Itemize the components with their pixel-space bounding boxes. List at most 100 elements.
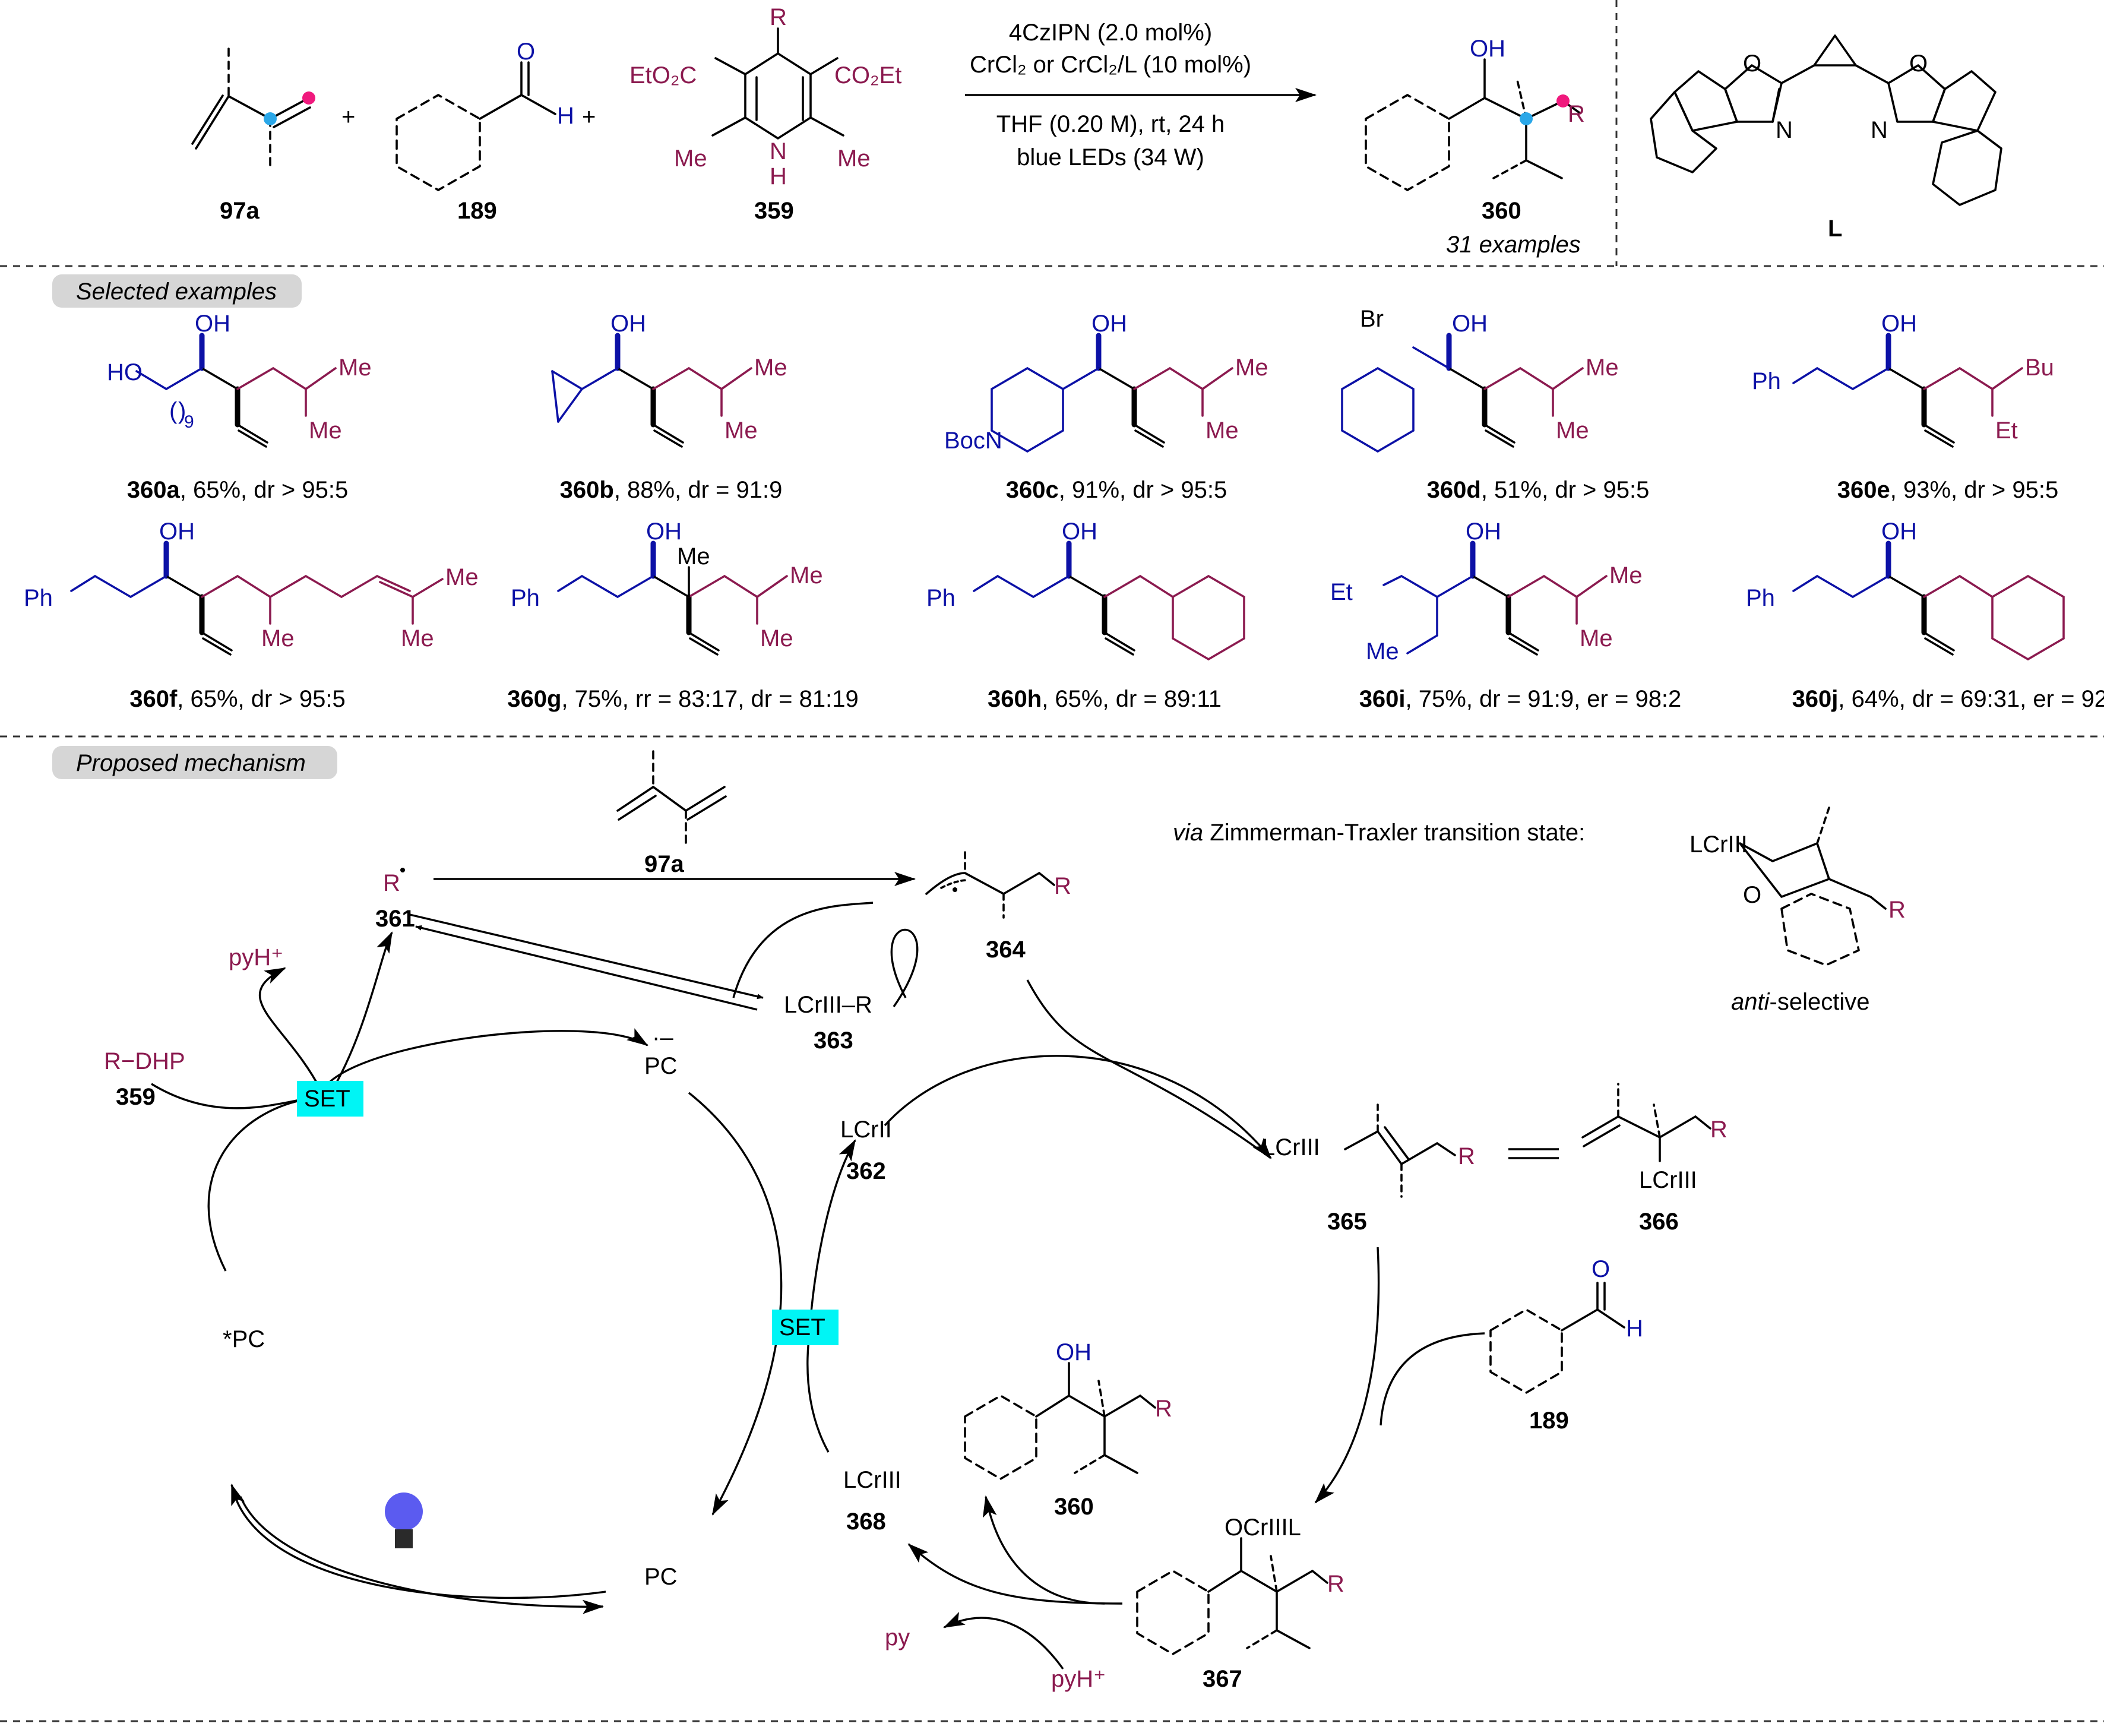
example-caption-360e: 360e, 93%, dr > 95:5	[1837, 477, 2059, 503]
example-me: Me	[677, 543, 710, 570]
py: py	[885, 1624, 910, 1650]
condition-3: THF (0.20 M), rt, 24 h	[996, 111, 1225, 137]
section-tag-mechanism: Proposed mechanism	[52, 746, 337, 779]
example-me: Me	[261, 625, 295, 652]
allylchromium-366: R LCrIII 366	[1581, 1083, 1728, 1235]
ligand-n-right: N	[1871, 117, 1888, 143]
example-paren: )	[178, 398, 186, 424]
example-caption-360j: 360j, 64%, dr = 69:31, er = 92:8	[1792, 686, 2104, 712]
example-me: Me	[1609, 562, 1643, 589]
ligand-n-left: N	[1776, 117, 1793, 143]
label-361: 361	[375, 906, 415, 932]
hantzsch-me-left: Me	[674, 146, 707, 172]
example-oh: OH	[1062, 518, 1097, 545]
product-r: R	[1568, 101, 1585, 127]
allylcr-365-r: R	[1458, 1143, 1475, 1169]
example-caption-360h: 360h, 65%, dr = 89:11	[988, 686, 1222, 712]
mech-aldehyde-h: H	[1626, 1316, 1643, 1342]
radical-dot	[400, 868, 405, 872]
ts-title: via Zimmerman-Traxler transition state:	[1173, 820, 1585, 846]
radical-r: R	[383, 870, 400, 896]
label-359: 359	[754, 198, 794, 224]
svg-text:Selected examples: Selected examples	[76, 279, 277, 305]
label-360: 360	[1482, 198, 1521, 224]
example-me: Me	[338, 355, 372, 381]
example-bu: Bu	[2025, 355, 2054, 381]
photocatalytic-cycle	[151, 931, 783, 1614]
example-caption-360a: 360a, 65%, dr > 95:5	[127, 477, 349, 503]
hantzsch-r: R	[770, 4, 787, 30]
allylcr-366-r: R	[1710, 1117, 1728, 1143]
example-ph: Ph	[511, 585, 540, 611]
example-caption-360i: 360i, 75%, dr = 91:9, er = 98:2	[1359, 686, 1682, 712]
example-caption-360f: 360f, 65%, dr > 95:5	[129, 686, 346, 712]
aldehyde-o: O	[517, 39, 535, 65]
example-ho: HO	[107, 359, 143, 385]
example-me: Me	[445, 564, 479, 590]
example-br: Br	[1360, 306, 1384, 332]
hantzsch-me-right: Me	[837, 146, 871, 172]
label-366: 366	[1639, 1209, 1679, 1235]
alkoxide-367: OCrIIIL R 367	[1136, 1514, 1344, 1692]
cyan-dot	[264, 112, 277, 125]
plus-1: +	[341, 104, 355, 130]
example-bocn: BocN	[944, 428, 1002, 454]
alkoxide-r: R	[1327, 1571, 1344, 1597]
equilibrium-back	[415, 925, 758, 1011]
example-me: Me	[724, 418, 758, 444]
example-et: Et	[1330, 579, 1353, 605]
example-ph: Ph	[1752, 368, 1781, 394]
allylcr-366-cr: LCrIII	[1639, 1167, 1697, 1193]
example-me: Me	[1586, 355, 1619, 381]
product-360: OH R 360 31 examples	[1365, 36, 1585, 258]
example-me: Me	[1235, 355, 1268, 381]
pc-radical-anion-charge: ·–	[652, 1024, 673, 1051]
example-caption-360c: 360c, 91%, dr > 95:5	[1006, 477, 1227, 503]
magenta-dot	[302, 91, 315, 105]
example-et: Et	[1995, 418, 2018, 444]
cyan-dot-product	[1520, 112, 1533, 125]
plus-2: +	[582, 104, 596, 130]
hantzsch-ester-left: EtO₂C	[629, 62, 697, 88]
example-me: Me	[760, 625, 793, 652]
mech-aldehyde-o: O	[1592, 1256, 1610, 1282]
cr2: LCrII	[840, 1117, 892, 1143]
example-paren: (	[169, 398, 178, 424]
ts-r: R	[1888, 897, 1906, 923]
example-oh: OH	[195, 311, 230, 337]
label-189: 189	[457, 198, 497, 224]
conditions: 4CzIPN (2.0 mol%) CrCl₂ or CrCl₂/L (10 m…	[965, 20, 1317, 170]
example-oh: OH	[610, 311, 646, 337]
excited-pc: *PC	[223, 1326, 265, 1352]
label-367: 367	[1203, 1666, 1242, 1692]
ligand-o-right: O	[1909, 50, 1928, 77]
reactant-97a: 97a	[191, 48, 315, 224]
condition-1: 4CzIPN (2.0 mol%)	[1009, 20, 1212, 46]
cr3: LCrIII	[843, 1467, 901, 1493]
example-oh: OH	[1881, 518, 1917, 545]
example-oh: OH	[1091, 311, 1127, 337]
magenta-dot-product	[1556, 94, 1570, 107]
example-oh: OH	[1466, 518, 1501, 545]
section-tag-examples: Selected examples	[52, 274, 302, 308]
set-left: SET	[304, 1086, 350, 1112]
example-me: Me	[1206, 418, 1239, 444]
example-ph: Ph	[926, 585, 955, 611]
allylcr-365-cr: LCrIII	[1262, 1134, 1320, 1161]
example-oh: OH	[159, 518, 195, 545]
label-365: 365	[1327, 1209, 1367, 1235]
product-oh: OH	[1470, 36, 1505, 62]
example-me: Me	[309, 418, 342, 444]
condition-2: CrCl₂ or CrCl₂/L (10 mol%)	[970, 52, 1251, 78]
ts-o: O	[1743, 882, 1761, 908]
label-363: 363	[814, 1027, 853, 1054]
reactant-189: O H 189	[396, 39, 574, 224]
example-oh: OH	[1881, 311, 1917, 337]
